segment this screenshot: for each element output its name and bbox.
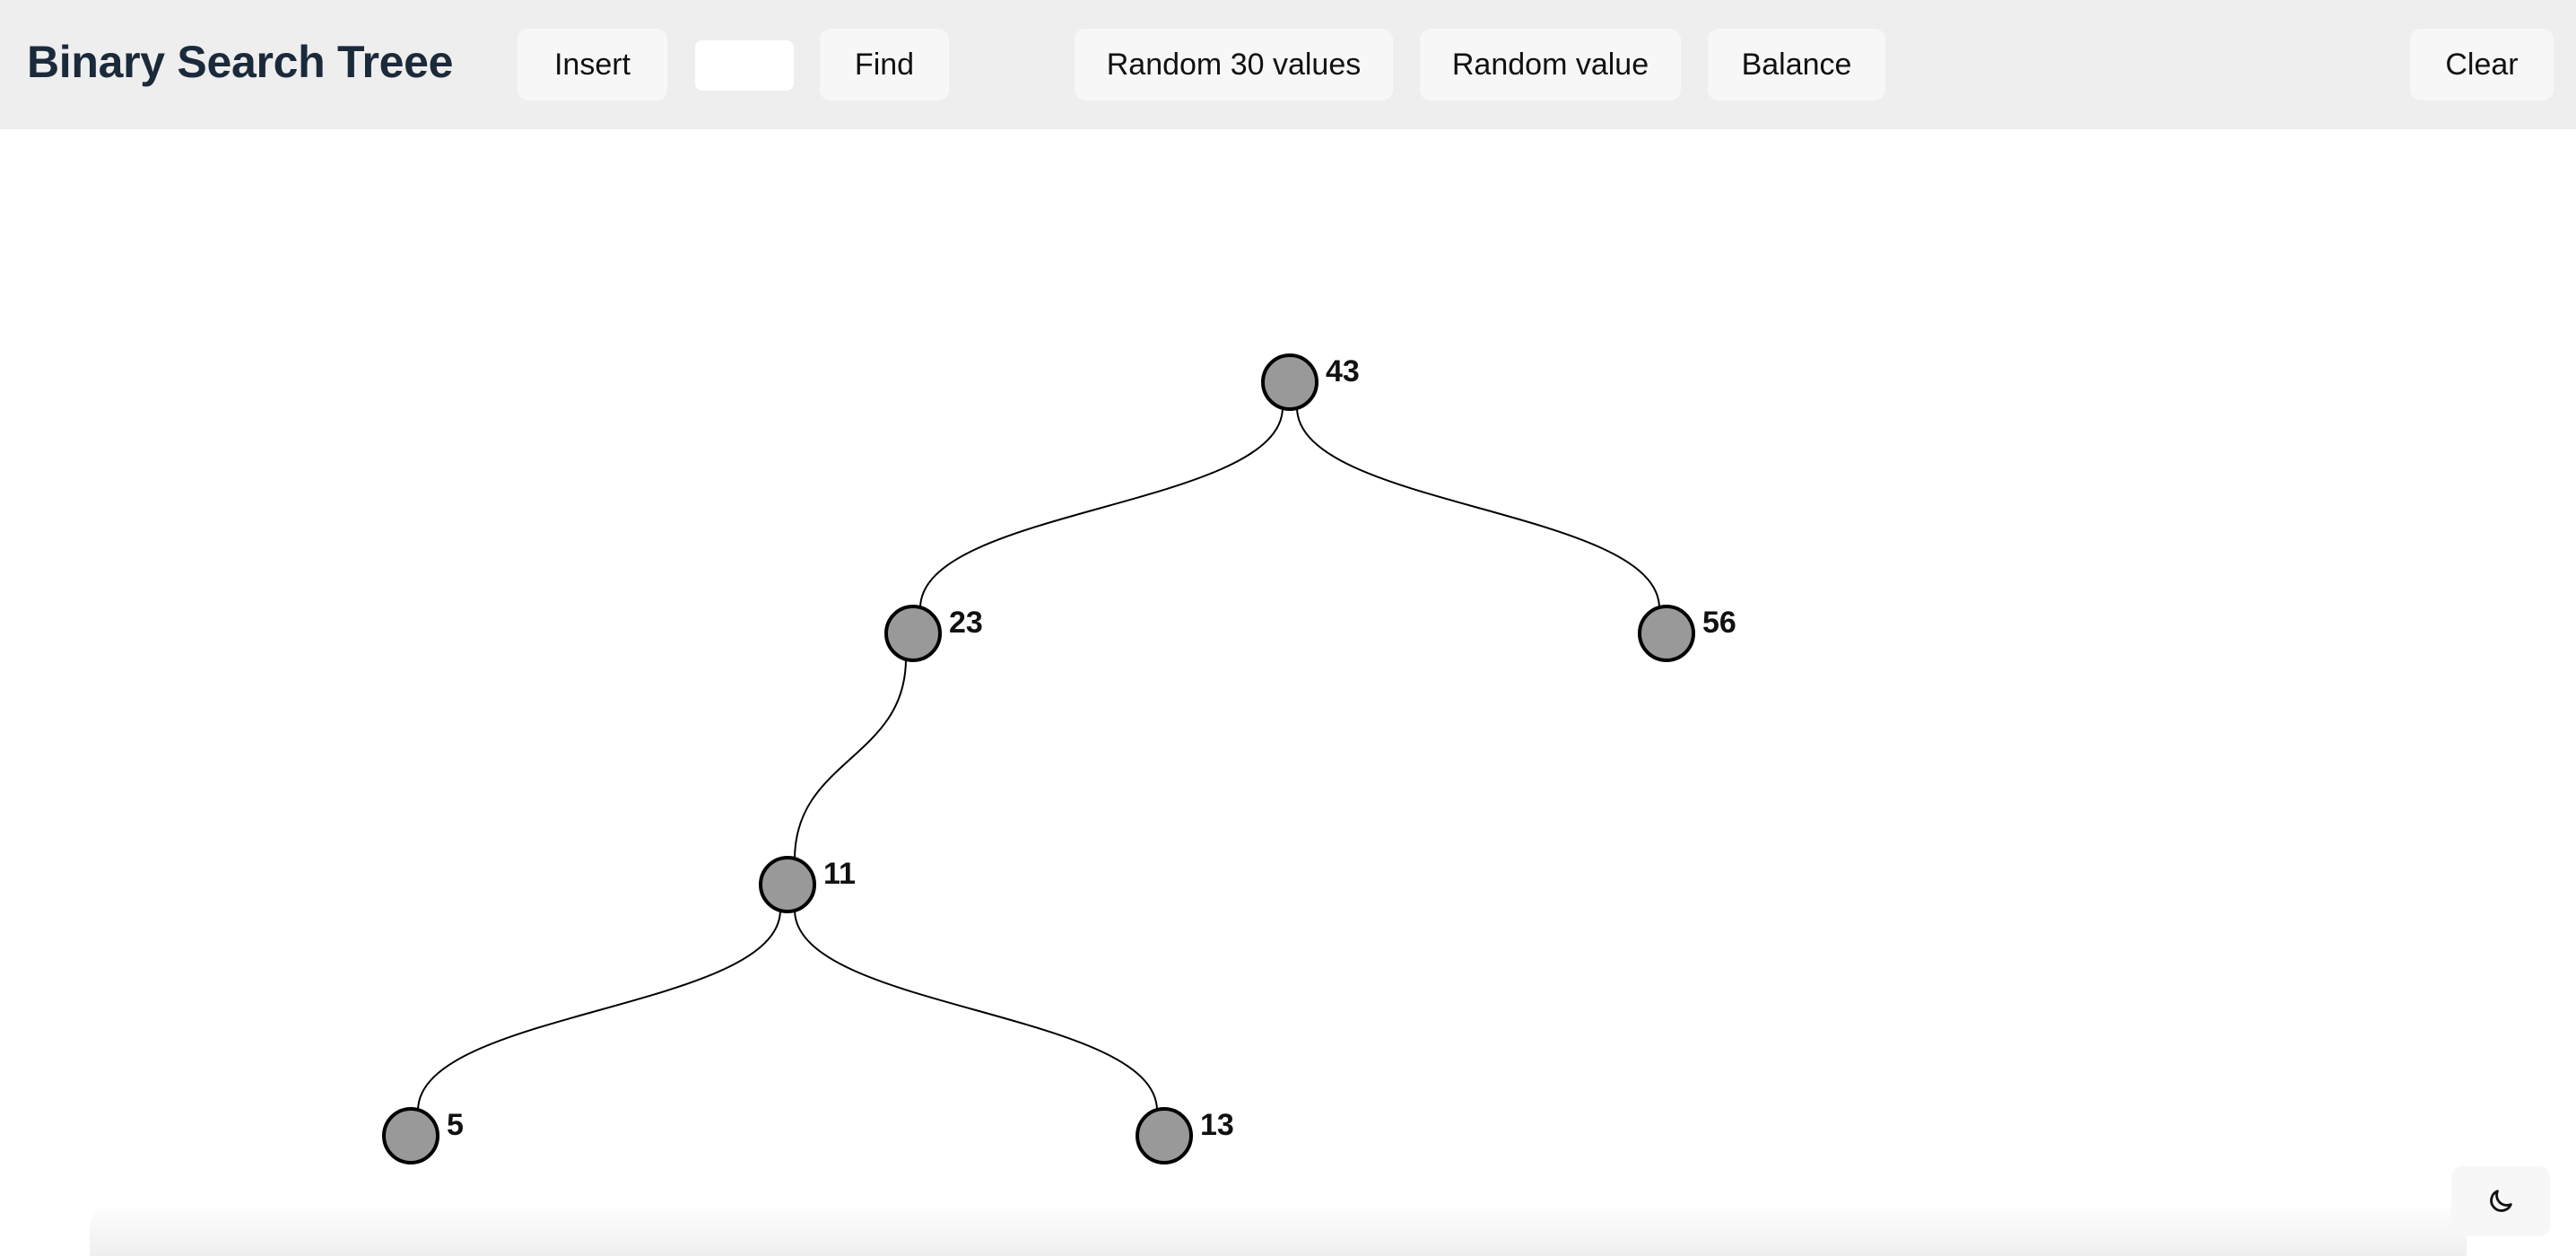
tree-node-label: 11 — [823, 857, 856, 891]
tree-node[interactable]: 13 — [1136, 1107, 1234, 1164]
tree-edge — [1296, 406, 1660, 609]
tree-node[interactable]: 56 — [1638, 605, 1736, 662]
tree-node-circle[interactable] — [884, 605, 942, 662]
balance-button[interactable]: Balance — [1708, 29, 1885, 100]
tree-node-circle[interactable] — [382, 1107, 439, 1164]
tree-node-label: 23 — [949, 606, 983, 640]
tree-node-label: 5 — [447, 1108, 464, 1142]
tree-node-circle[interactable] — [1638, 605, 1695, 662]
clear-button[interactable]: Clear — [2410, 29, 2554, 100]
tree-node-label: 43 — [1326, 354, 1360, 388]
bottom-shadow — [90, 1202, 2467, 1256]
tree-node[interactable]: 11 — [759, 856, 856, 913]
insert-button[interactable]: Insert — [518, 29, 667, 100]
theme-toggle-button[interactable] — [2451, 1166, 2550, 1236]
tree-node-circle[interactable] — [1261, 353, 1318, 411]
tree-edge — [794, 658, 907, 860]
find-button[interactable]: Find — [820, 29, 949, 100]
random-30-values-button[interactable]: Random 30 values — [1075, 29, 1393, 100]
tree-node-circle[interactable] — [1136, 1107, 1193, 1164]
random-value-button[interactable]: Random value — [1420, 29, 1681, 100]
tree-canvas: 43 23 56 11 5 13 — [0, 129, 2576, 1256]
tree-edge — [417, 909, 781, 1112]
tree-node[interactable]: 43 — [1261, 353, 1360, 411]
moon-icon — [2490, 1190, 2512, 1212]
app-title: Binary Search Treee — [27, 37, 454, 87]
tree-graph: 43 23 56 11 5 13 — [382, 353, 1736, 1164]
tree-node-label: 56 — [1702, 606, 1736, 640]
tree-node[interactable]: 5 — [382, 1107, 464, 1164]
tree-node-label: 13 — [1200, 1108, 1234, 1142]
tree-edge — [919, 406, 1284, 609]
value-input[interactable] — [695, 40, 794, 91]
tree-node[interactable]: 23 — [884, 605, 983, 662]
tree-edge — [794, 909, 1158, 1112]
toolbar: Binary Search Treee Insert Find Random 3… — [0, 0, 2576, 129]
tree-node-circle[interactable] — [759, 856, 816, 913]
